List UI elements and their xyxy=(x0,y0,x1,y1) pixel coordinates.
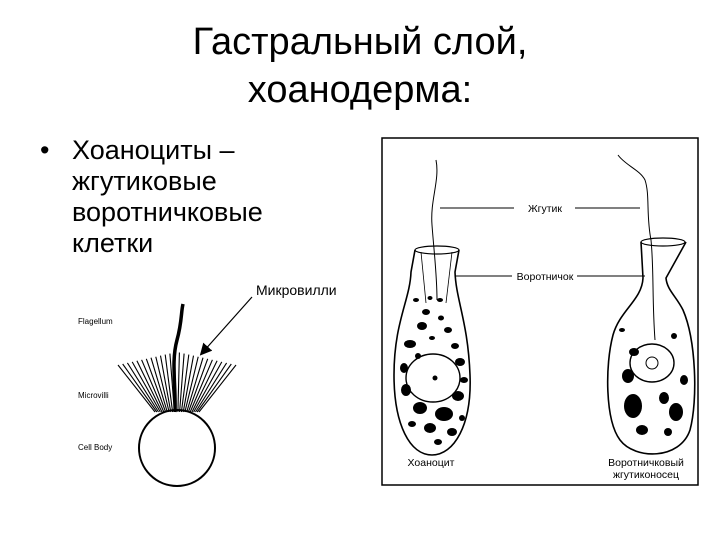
microvilli-label-en: Microvilli xyxy=(78,391,109,400)
inclusion-granule xyxy=(413,402,427,414)
inclusion-granule xyxy=(671,333,677,339)
inclusion-granule xyxy=(400,363,408,373)
inclusion-granule xyxy=(429,336,435,340)
inclusion-granule xyxy=(434,439,442,445)
inclusion-granule xyxy=(452,391,464,401)
microvilli-fan xyxy=(118,353,236,413)
inclusion-granule xyxy=(680,375,688,385)
inclusion-granule xyxy=(619,328,625,332)
choanocyte-nucleolus xyxy=(433,376,438,381)
collar-flagellate-label-line-1: Воротничковый xyxy=(608,457,684,469)
microvillus-line xyxy=(197,364,231,412)
flagellum-label-en: Flagellum xyxy=(78,317,113,326)
inclusion-granule xyxy=(413,298,419,302)
inclusion-granule xyxy=(459,415,465,421)
cell-body-label-en: Cell Body xyxy=(78,443,112,452)
inclusion-granule xyxy=(435,407,453,421)
inclusion-granule xyxy=(455,358,465,366)
inclusion-granule xyxy=(669,403,683,421)
choanocyte-label-ru: Хоаноцит xyxy=(408,457,455,469)
inclusion-granule xyxy=(401,384,411,396)
microvillus-line xyxy=(123,364,157,412)
left-choanocyte-figure: Flagellum Microvilli Cell Body xyxy=(78,297,252,486)
microvillus-line xyxy=(118,365,155,412)
cell-body-circle xyxy=(139,410,215,486)
inclusion-granule xyxy=(659,392,669,404)
inclusion-granule xyxy=(408,421,416,427)
inclusion-granule xyxy=(444,327,452,333)
inclusion-granule xyxy=(428,296,433,300)
inclusion-granule xyxy=(437,298,443,302)
microvillus-line xyxy=(199,365,236,412)
inclusion-granule xyxy=(622,369,634,383)
inclusion-granule xyxy=(460,377,468,383)
inclusion-granule xyxy=(415,353,421,359)
inclusion-granule xyxy=(624,394,642,418)
flagellum-label-ru: Жгутик xyxy=(528,203,562,215)
collar-label-ru: Воротничок xyxy=(517,271,574,283)
inclusion-granule xyxy=(404,340,416,348)
inclusion-granule xyxy=(424,423,436,433)
inclusion-granule xyxy=(451,343,459,349)
inclusion-granule xyxy=(422,309,430,315)
inclusion-granule xyxy=(417,322,427,330)
microvillus-line xyxy=(180,354,185,412)
inclusion-granule xyxy=(447,428,457,436)
inclusion-granule xyxy=(636,425,648,435)
inclusion-granule xyxy=(438,316,444,321)
microvillus-line xyxy=(178,353,180,413)
inclusion-granule xyxy=(664,428,672,436)
microvillus-line xyxy=(142,360,164,412)
collar-flagellate-label-line-2: жгутиконосец xyxy=(613,469,679,481)
microvilli-callout-arrow xyxy=(203,297,252,352)
microvillus-line xyxy=(190,360,212,412)
right-cells-figure: Жгутик Воротничок Хоаноцит Воротничковый… xyxy=(382,138,698,485)
inclusion-granule xyxy=(629,348,639,356)
